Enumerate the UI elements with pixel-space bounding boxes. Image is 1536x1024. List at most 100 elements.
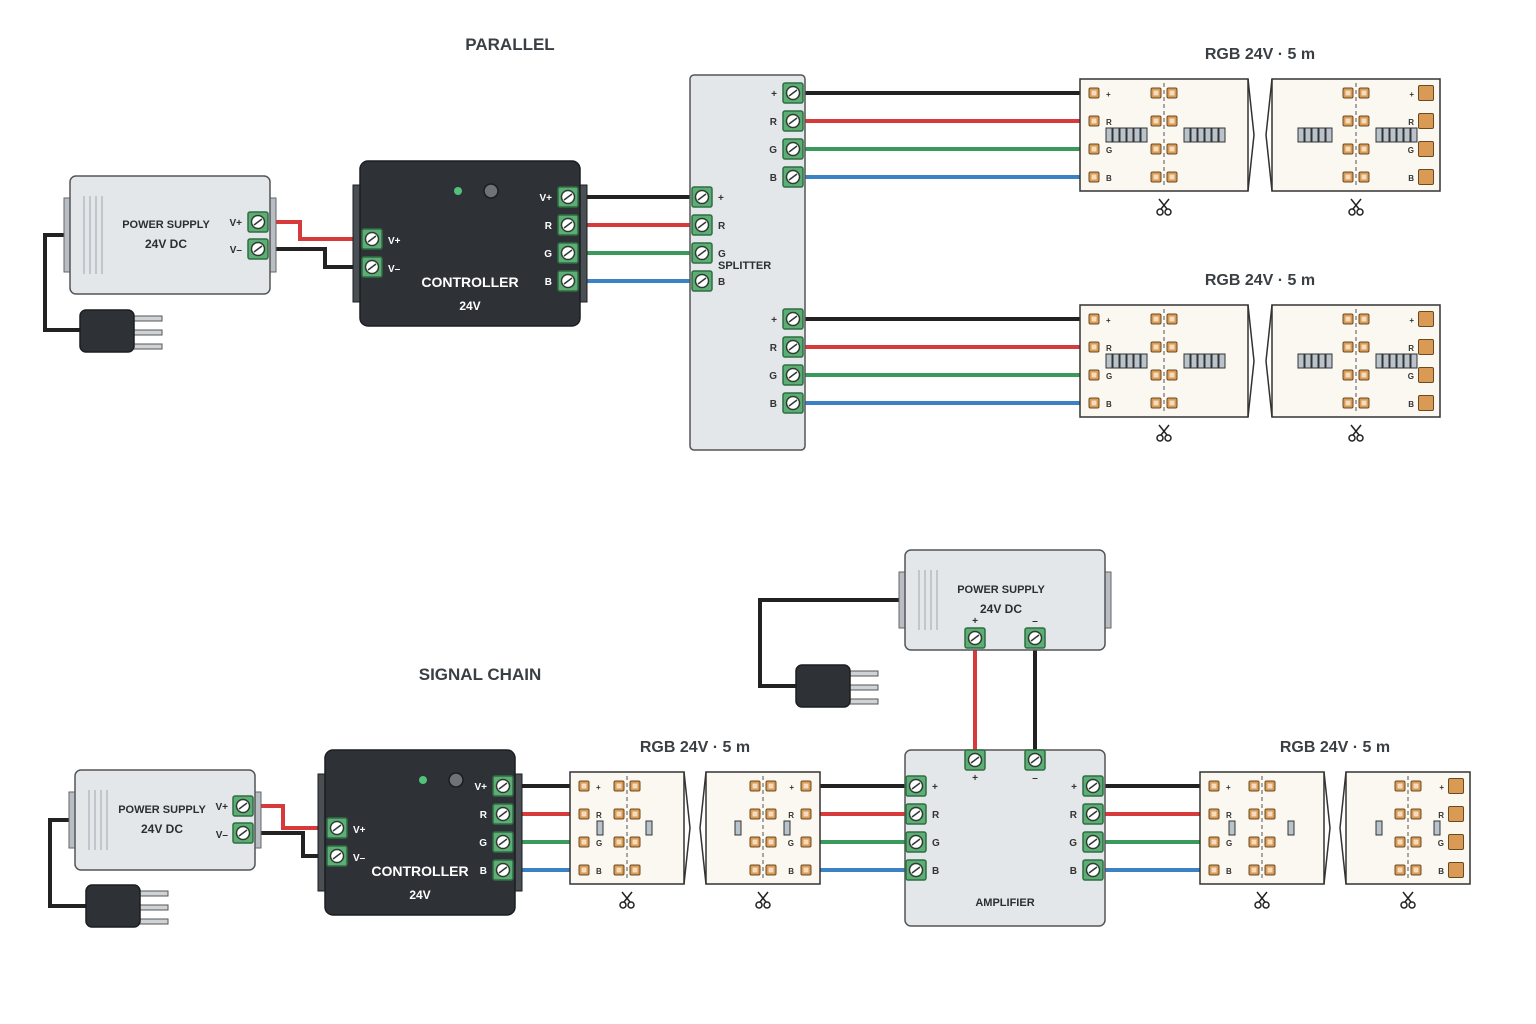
led-chip-icon <box>1133 127 1141 143</box>
strip-pin-label: + <box>1106 90 1111 99</box>
strip-segment <box>1271 304 1441 442</box>
ctrl-out-terminal <box>557 186 579 208</box>
ctrl-out-label: R <box>480 810 488 821</box>
plug-prong <box>135 918 169 925</box>
scissors-blade <box>1350 198 1360 210</box>
pad-core <box>1397 783 1403 789</box>
splitter-out-terminal <box>782 166 804 188</box>
pad-core <box>1251 867 1257 873</box>
pad-core <box>1267 783 1273 789</box>
pad-core <box>1211 867 1217 873</box>
knob-icon <box>448 772 464 788</box>
led-chip-icon <box>1311 353 1319 369</box>
psu-terminal-pos <box>964 627 986 649</box>
screw-slot <box>332 824 342 832</box>
led-chip-icon <box>1126 353 1134 369</box>
psu-terminal-neg <box>247 238 269 260</box>
scissors-ring <box>1156 208 1164 216</box>
screw-slot <box>1030 756 1040 764</box>
screw-slot <box>253 245 263 253</box>
scissors-blade <box>1258 891 1268 903</box>
strip-title: RGB 24V · 5 m <box>1205 46 1315 63</box>
screw-slot <box>911 838 921 846</box>
pad-core <box>1091 344 1097 350</box>
scissors-icon <box>755 891 771 909</box>
pad-core <box>581 839 587 845</box>
amp-in-pin: R <box>932 810 940 821</box>
strip-segment <box>1079 78 1249 216</box>
ctrl-out-terminal <box>492 859 514 881</box>
pad-core <box>1091 400 1097 406</box>
strip-edge <box>1265 304 1273 418</box>
psu-pin-pos: V+ <box>229 218 242 229</box>
pad-core <box>768 783 774 789</box>
controller-1 <box>352 160 588 327</box>
strip-pin-label: B <box>1226 867 1232 876</box>
led-chip-icon <box>1287 820 1295 836</box>
ctrl-out-terminal <box>492 775 514 797</box>
scissors-blade <box>1158 424 1168 436</box>
ctrl-in-neg <box>326 845 348 867</box>
amp-pwr-neg <box>1024 749 1046 771</box>
splitter-in-terminal <box>691 186 713 208</box>
scissors-blade <box>1256 891 1266 903</box>
pad-core <box>581 783 587 789</box>
strip-pin-label: G <box>788 839 794 848</box>
pad-core <box>803 811 809 817</box>
splitter-out-pin: B <box>770 399 777 410</box>
strip-pin-label: G <box>1438 839 1444 848</box>
strip-pin-label: B <box>596 867 602 876</box>
plug-3 <box>795 664 879 708</box>
pad-core <box>1413 811 1419 817</box>
pad-core <box>1413 783 1419 789</box>
strip-end-pad <box>1418 141 1434 157</box>
pad-core <box>1153 90 1159 96</box>
splitter-out-pin: R <box>770 343 778 354</box>
led-chip-icon <box>1410 127 1418 143</box>
knob-icon <box>483 183 499 199</box>
strip-pin-label: + <box>1409 316 1414 325</box>
pad-core <box>616 811 622 817</box>
screw-slot <box>788 145 798 153</box>
led-chip-icon <box>1403 353 1411 369</box>
pad-core <box>632 839 638 845</box>
ctrl-out-terminal <box>557 214 579 236</box>
strip-edge <box>1247 304 1255 418</box>
splitter-out-terminal <box>782 110 804 132</box>
led-chip-icon <box>1382 127 1390 143</box>
scissors-blade <box>1352 198 1362 210</box>
scissors-icon <box>1254 891 1270 909</box>
strip-pin-label: + <box>1106 316 1111 325</box>
strip-edge <box>1323 771 1331 885</box>
controller-body <box>359 160 581 327</box>
pad-core <box>1251 783 1257 789</box>
scissors-blade <box>1160 198 1170 210</box>
pad-core <box>1091 90 1097 96</box>
strip-end-pad <box>1418 113 1434 129</box>
strip-edge <box>699 771 707 885</box>
led-chip-icon <box>1325 127 1333 143</box>
strip-segment <box>1079 304 1249 442</box>
strip-pin-label: + <box>789 783 794 792</box>
psu-body <box>69 175 271 295</box>
pad-core <box>1345 90 1351 96</box>
led-chip-icon <box>1218 353 1226 369</box>
scissors-ring <box>627 901 635 909</box>
ctrl-out-terminal <box>557 270 579 292</box>
scissors-ring <box>1156 434 1164 442</box>
pad-core <box>632 811 638 817</box>
screw-slot <box>697 221 707 229</box>
plug-prong <box>129 343 163 350</box>
psu-terminal-pos <box>247 211 269 233</box>
ctrl-out-terminal <box>492 803 514 825</box>
splitter-out-pin: G <box>769 371 777 382</box>
strip-pin-label: B <box>1438 867 1444 876</box>
pad-core <box>752 811 758 817</box>
mains-cable <box>48 818 88 908</box>
led-chip-icon <box>1119 353 1127 369</box>
amp-in-pin: G <box>932 838 940 849</box>
strip-pin-label: R <box>1408 118 1414 127</box>
screw-slot <box>1088 838 1098 846</box>
led-chip-icon <box>1140 127 1148 143</box>
scissors-ring <box>1254 901 1262 909</box>
